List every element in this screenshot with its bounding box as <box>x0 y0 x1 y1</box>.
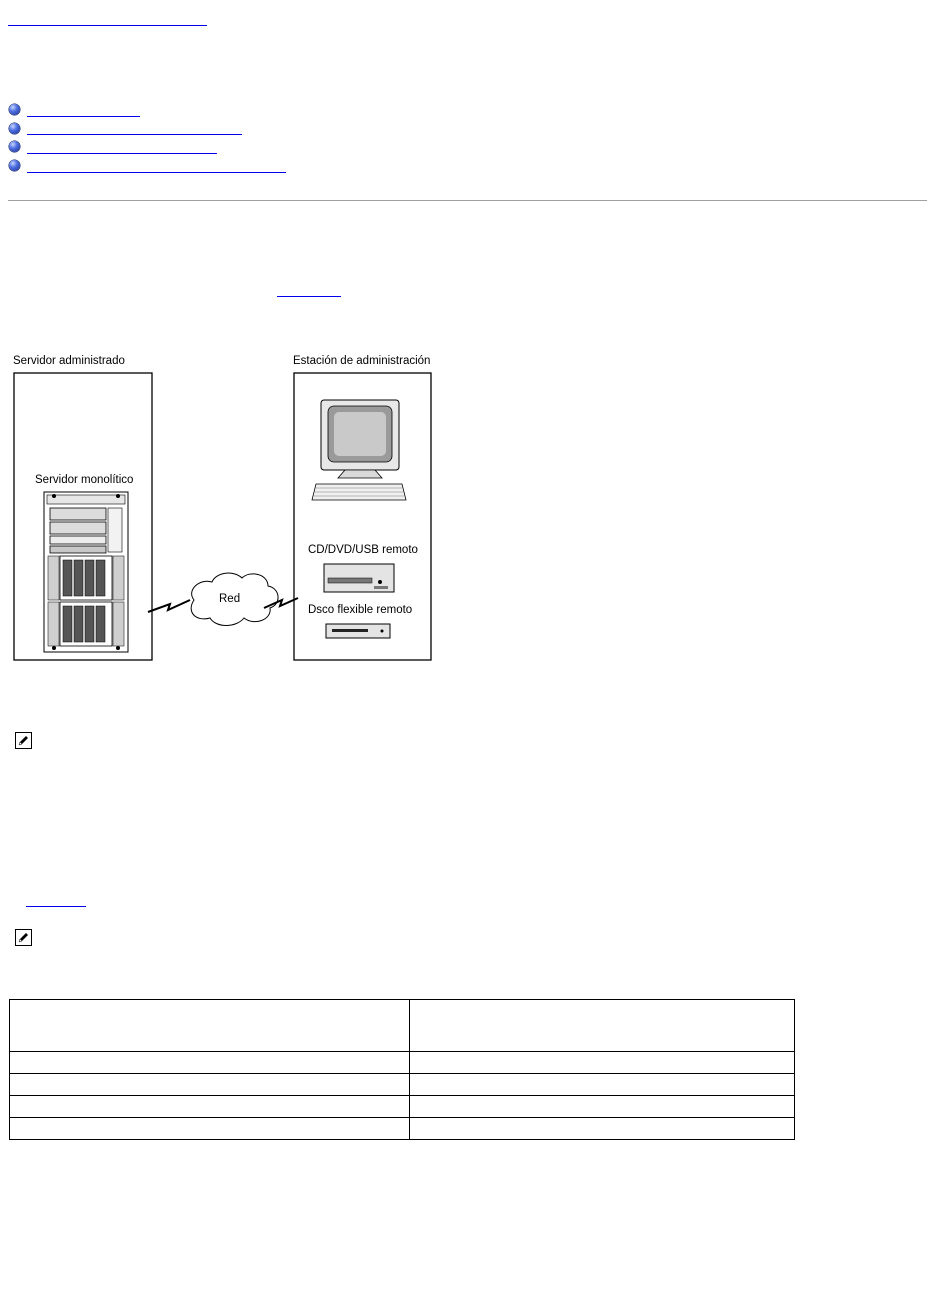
floppy-drive-icon <box>325 623 391 639</box>
table-row <box>9 1095 795 1118</box>
blue-bullet-icon <box>9 123 20 134</box>
table-cell <box>409 1073 795 1096</box>
monitor-icon <box>320 399 400 479</box>
network-cloud-icon: Red <box>190 572 279 626</box>
network-label: Red <box>219 593 240 605</box>
blue-bullet-icon <box>9 141 20 152</box>
management-station-group: Estación de administración CD/DVD/USB re… <box>293 355 432 661</box>
top-back-link[interactable] <box>8 25 207 26</box>
network-link-right <box>263 597 299 609</box>
table-cell <box>409 1095 795 1118</box>
table-row <box>9 1073 795 1096</box>
info-table <box>9 999 795 1140</box>
table-cell <box>9 1117 410 1140</box>
inline-reference-link[interactable] <box>26 906 86 907</box>
network-link-left <box>147 599 191 613</box>
managed-server-subtitle: Servidor monolítico <box>35 474 133 486</box>
table-row <box>9 1051 795 1074</box>
figure-reference-link[interactable] <box>277 296 341 297</box>
table-cell <box>409 1051 795 1074</box>
nav-link[interactable] <box>27 134 242 135</box>
table-cell <box>9 1095 410 1118</box>
managed-server-box <box>13 372 153 661</box>
nav-link[interactable] <box>27 116 140 117</box>
blue-bullet-icon <box>9 160 20 171</box>
table-header-row <box>9 999 795 1052</box>
remote-media-diagram: Servidor administrado Servidor monolític… <box>13 355 432 661</box>
blue-bullet-icon <box>9 104 20 115</box>
keyboard-icon <box>311 483 407 501</box>
table-header-cell <box>409 999 795 1052</box>
nav-link[interactable] <box>27 172 286 173</box>
management-station-title: Estación de administración <box>293 355 430 367</box>
managed-server-group: Servidor administrado Servidor monolític… <box>13 355 153 661</box>
note-pencil-icon <box>15 732 32 749</box>
managed-server-title: Servidor administrado <box>13 355 125 367</box>
management-station-box <box>293 372 432 661</box>
table-cell <box>9 1051 410 1074</box>
section-divider <box>8 200 927 201</box>
tower-server-icon <box>43 491 129 653</box>
table-cell <box>409 1117 795 1140</box>
note-pencil-icon <box>15 929 32 946</box>
remote-floppy-label: Dsco flexible remoto <box>308 604 412 616</box>
nav-link[interactable] <box>27 153 217 154</box>
table-header-cell <box>9 999 410 1052</box>
table-row <box>9 1117 795 1140</box>
optical-drive-icon <box>323 563 395 593</box>
remote-cd-label: CD/DVD/USB remoto <box>308 544 418 556</box>
table-cell <box>9 1073 410 1096</box>
